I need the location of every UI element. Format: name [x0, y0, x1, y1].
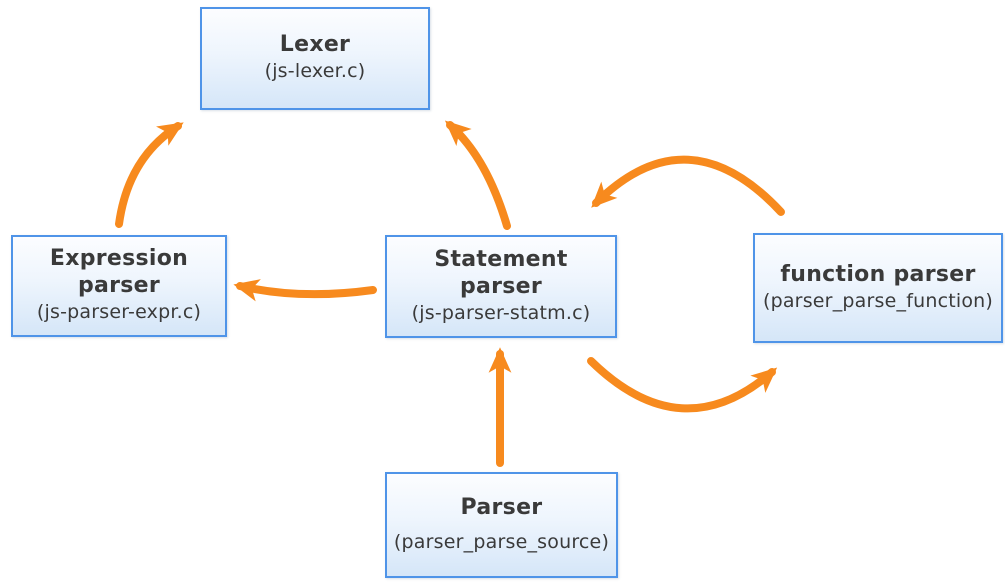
- node-title: Expression parser: [49, 246, 189, 299]
- node-expression-parser: Expression parser (js-parser-expr.c): [11, 235, 227, 337]
- arrow-statement-parser-to-lexer: [444, 120, 511, 230]
- node-lexer: Lexer (js-lexer.c): [200, 7, 430, 110]
- arrow-statement-parser-to-function-parser: [587, 357, 778, 413]
- arrow-statement-parser-to-expression-parser: [233, 279, 377, 302]
- node-function-parser: function parser (parser_parse_function): [753, 233, 1003, 343]
- node-subtitle: (parser_parse_function): [762, 289, 994, 312]
- node-subtitle: (js-parser-expr.c): [36, 301, 202, 323]
- node-title: Parser: [460, 494, 543, 520]
- node-title: Statement parser: [434, 246, 568, 299]
- node-subtitle: (js-parser-statm.c): [411, 301, 591, 324]
- node-subtitle: (parser_parse_source): [393, 530, 610, 553]
- arrow-expression-parser-to-lexer: [115, 122, 184, 228]
- node-subtitle: (js-lexer.c): [264, 60, 366, 83]
- node-parser: Parser (parser_parse_source): [385, 472, 618, 578]
- node-statement-parser: Statement parser (js-parser-statm.c): [385, 235, 617, 338]
- node-title: Lexer: [279, 32, 351, 58]
- arrow-function-parser-to-statement-parser: [591, 155, 785, 216]
- node-title: function parser: [780, 261, 976, 287]
